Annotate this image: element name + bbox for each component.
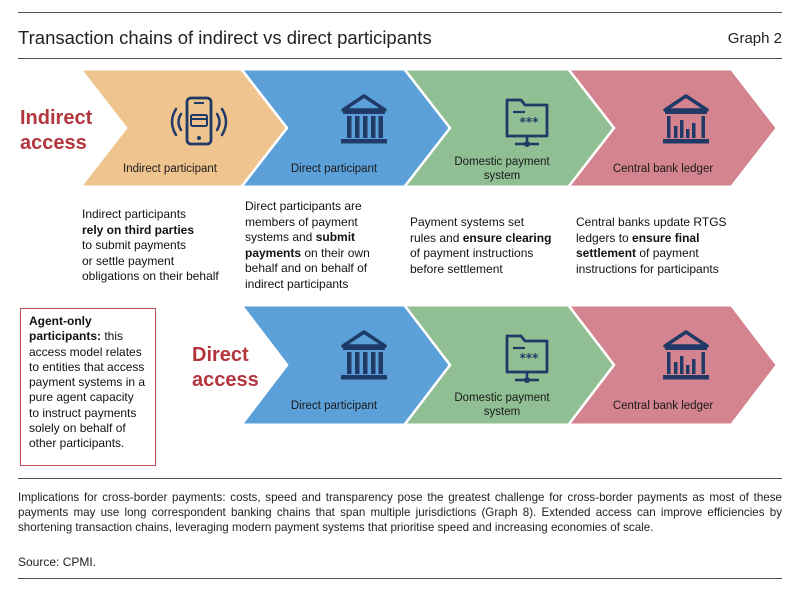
chevron-direct-participant-direct — [241, 305, 450, 425]
chevron-domestic-payment-system — [404, 69, 614, 187]
step-label-central-bank-ledger-direct: Central bank ledger — [612, 400, 714, 412]
chevron-central-bank-ledger-direct — [568, 305, 777, 425]
description-central-bank-ledger: Central banks update RTGS ledgers to ens… — [576, 215, 727, 276]
chart-title: Transaction chains of indirect vs direct… — [18, 27, 432, 48]
step-label-indirect-participant: Indirect participant — [123, 163, 217, 175]
chevron-central-bank-ledger — [568, 69, 777, 187]
source-note: Source: CPMI. — [18, 555, 97, 569]
step-label-central-bank-ledger: Central bank ledger — [612, 163, 714, 175]
title-rule — [18, 58, 782, 59]
step-label-domestic-payment-system-direct: Domestic payment system — [454, 392, 550, 418]
step-label-direct-participant: Direct participant — [290, 163, 378, 175]
description-domestic-payment-system: Payment systems set rules and ensure cle… — [410, 215, 552, 276]
top-rule — [18, 12, 782, 13]
graph-number: Graph 2 — [727, 30, 782, 47]
chevron-indirect-participant — [80, 69, 287, 187]
chevron-direct-participant — [241, 69, 450, 187]
footer-rule — [18, 478, 782, 479]
implications-note: Implications for cross-border payments: … — [18, 491, 782, 534]
chevron-domestic-payment-system-direct — [404, 305, 614, 425]
agent-only-participants-box: Agent-only participants: this access mod… — [20, 308, 156, 466]
direct-access-label: Direct access — [192, 344, 259, 391]
bottom-rule — [18, 578, 782, 579]
step-label-direct-participant-direct: Direct participant — [290, 400, 378, 412]
description-indirect-participant: Indirect participants rely on third part… — [82, 207, 219, 283]
step-label-domestic-payment-system: Domestic payment system — [454, 156, 550, 182]
indirect-access-label: Indirect access — [20, 107, 93, 154]
description-direct-participant: Direct participants are members of payme… — [245, 199, 370, 291]
